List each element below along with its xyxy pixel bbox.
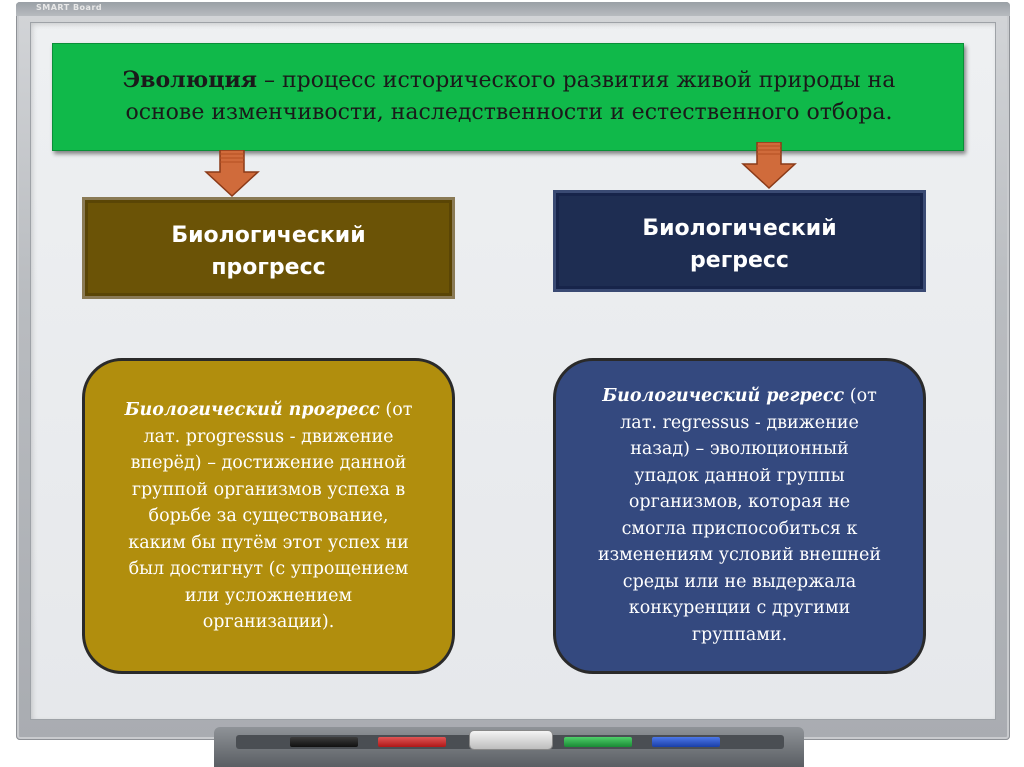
red-pen[interactable] <box>378 737 446 747</box>
regress-description-line: изменениям условий внешней <box>556 542 923 569</box>
regress-description-line: упадок данной группы <box>556 463 923 490</box>
regress-description: Биологический регресс (от лат. regressus… <box>553 358 926 674</box>
definition-line2: основе изменчивости, наследственности и … <box>53 97 965 129</box>
regress-description-line: группами. <box>556 622 923 649</box>
regress-description-line: организмов, которая не <box>556 489 923 516</box>
eraser[interactable] <box>470 731 552 749</box>
regress-description-line: среды или не выдержала <box>556 569 923 596</box>
regress-description-line: (от <box>844 386 877 406</box>
definition-box: Эволюция – процесс исторического развити… <box>52 43 964 151</box>
regress-description-line: конкуренции с другими <box>556 595 923 622</box>
progress-description-line: борьбе за существование, <box>85 503 452 530</box>
progress-description-line: (от <box>380 400 413 420</box>
progress-description-line: каким бы путём этот успех ни <box>85 530 452 557</box>
regress-description-line: лат. regressus - движение <box>556 410 923 437</box>
regress-description-line: смогла приспособиться к <box>556 516 923 543</box>
whiteboard-top-bar <box>16 2 1010 16</box>
down-arrow-icon <box>741 142 797 190</box>
green-pen[interactable] <box>564 737 632 747</box>
progress-description: Биологический прогресс (от лат. progress… <box>82 358 455 674</box>
black-pen[interactable] <box>290 737 358 747</box>
progress-heading-box: Биологический прогресс <box>82 197 455 299</box>
down-arrow-icon <box>204 150 260 198</box>
progress-description-line: лат. progressus - движение <box>85 424 452 451</box>
progress-description-line: вперёд) – достижение данной <box>85 450 452 477</box>
progress-description-line: был достигнут (с упрощением <box>85 556 452 583</box>
progress-heading-line1: Биологический <box>85 220 452 252</box>
regress-heading-box: Биологический регресс <box>553 190 926 292</box>
progress-heading-line2: прогресс <box>85 252 452 284</box>
regress-heading-line2: регресс <box>556 245 923 277</box>
regress-heading-line1: Биологический <box>556 213 923 245</box>
definition-text: Эволюция – процесс исторического развити… <box>53 64 965 129</box>
blue-pen[interactable] <box>652 737 720 747</box>
progress-description-line: группой организмов успеха в <box>85 477 452 504</box>
progress-description-lead: Биологический прогресс <box>125 400 380 420</box>
definition-term: Эволюция <box>123 67 257 93</box>
progress-description-line: или усложнением <box>85 583 452 610</box>
regress-description-lead: Биологический регресс <box>602 386 844 406</box>
regress-description-line: назад) – эволюционный <box>556 436 923 463</box>
definition-line1: – процесс исторического развития живой п… <box>257 68 895 93</box>
brand-logo: SMART Board <box>36 3 102 12</box>
progress-description-line: организации). <box>85 609 452 636</box>
